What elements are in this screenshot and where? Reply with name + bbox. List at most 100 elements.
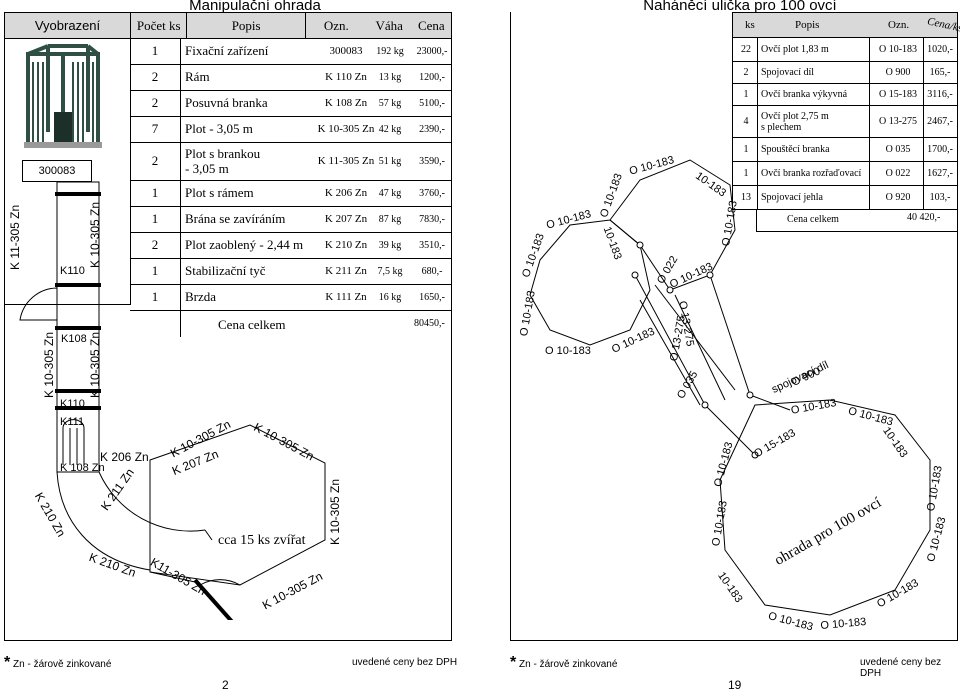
- right-page-number: 19: [728, 678, 742, 692]
- cell-price: 165,-: [923, 62, 957, 83]
- cell-price: 1627,-: [923, 162, 957, 185]
- left-total-label: Cena celkem: [218, 317, 286, 332]
- cell-code: O 10-183: [871, 38, 925, 61]
- lbl-animals: cca 15 ks zvířat: [218, 533, 306, 548]
- cell-text: 22: [741, 44, 751, 55]
- cell-weight: 39 kg: [362, 233, 418, 258]
- cell-weight: 57 kg: [362, 91, 418, 116]
- cell-price: 1200,-: [414, 65, 450, 90]
- cell-weight: 47 kg: [362, 181, 418, 206]
- cell-text: O 900: [885, 67, 911, 78]
- lbl-k110-a: K110: [60, 265, 85, 277]
- cell-qty: 7: [130, 117, 180, 142]
- cell-code: K 108 Zn: [306, 91, 386, 116]
- cell-text: 1: [151, 43, 159, 59]
- col-vaha: Váha: [366, 12, 412, 39]
- cell-text: 3116,-: [927, 89, 953, 100]
- cell-text: Brána se zavíráním: [185, 211, 286, 227]
- cell-text: 1: [151, 263, 159, 279]
- cell-code: K 207 Zn: [306, 207, 386, 232]
- col-cena: Cena: [411, 12, 452, 39]
- cell-text: 3510,-: [419, 239, 445, 251]
- cell-weight: 16 kg: [362, 285, 418, 310]
- lbl-k108: K108: [61, 333, 87, 345]
- cell-qty: 1: [130, 207, 180, 232]
- cell-text: O 13-275: [878, 116, 918, 127]
- cell-text: 42 kg: [378, 123, 402, 135]
- col-divider: [923, 62, 924, 83]
- right-frame-right: [957, 210, 958, 641]
- cell-qty: 2: [735, 62, 757, 83]
- cell-price: 1020,-: [923, 38, 957, 61]
- cell-text: Rám: [185, 69, 210, 85]
- cell-text: 2: [151, 237, 159, 253]
- cell-text: 1200,-: [419, 71, 445, 83]
- cell-text: Spojovací díl: [761, 67, 815, 78]
- cell-text: 165,-: [929, 67, 951, 78]
- left-page-title: Manipulační ohrada: [189, 0, 321, 14]
- cell-text: 2390,-: [419, 123, 445, 135]
- right-footnote-text: Zn - žárově zinkované: [519, 659, 618, 670]
- cell-desc: Posuvná branka: [185, 91, 305, 116]
- cell-text: Spojovací jehla: [761, 192, 823, 203]
- left-vyobrazeni-header: Vyobrazení: [4, 12, 131, 39]
- cell-price: 3760,-: [414, 181, 450, 206]
- cell-text: Spouštěcí branka: [761, 144, 830, 155]
- cell-desc: Plot s rámem: [185, 181, 305, 206]
- cell-text: K 206 Zn: [324, 187, 368, 200]
- cell-desc: Ovčí plot 1,83 m: [761, 38, 871, 61]
- cell-text: 103,-: [929, 192, 951, 203]
- right-page-title: Naháněcí ulička pro 100 ovcí: [643, 0, 837, 14]
- cell-text: K 211 Zn: [325, 265, 367, 278]
- cell-text: O 15-183: [878, 89, 918, 100]
- cell-weight: 87 kg: [362, 207, 418, 232]
- cell-code: 300083: [306, 39, 386, 64]
- col-divider: [869, 62, 870, 83]
- cell-text: Fixační zařízení: [185, 43, 269, 59]
- cell-code: O 022: [871, 162, 925, 185]
- cell-text: O 920: [885, 192, 911, 203]
- cell-text: K 111 Zn: [325, 291, 367, 304]
- left-frame-bottom: [4, 640, 452, 641]
- cell-desc: Ovčí branka rozřaďovací: [761, 162, 871, 185]
- cell-price: 103,-: [923, 186, 957, 209]
- cell-text: 7830,-: [419, 213, 445, 225]
- col-divider: [923, 162, 924, 185]
- col-divider: [757, 138, 758, 161]
- cell-weight: 13 kg: [362, 65, 418, 90]
- cell-qty: 1: [130, 39, 180, 64]
- cell-qty: 4: [735, 106, 757, 137]
- cell-text: K 207 Zn: [324, 213, 368, 226]
- left-frame-right: [451, 12, 452, 640]
- cell-text: 1: [743, 144, 749, 155]
- cell-price: 3590,-: [414, 143, 450, 180]
- cell-desc: Rám: [185, 65, 305, 90]
- cell-qty: 1: [130, 285, 180, 310]
- cell-text: Plot zaoblený - 2,44 m: [185, 237, 304, 253]
- cell-text: 300083: [329, 45, 363, 58]
- cell-weight: 7,5 kg: [362, 259, 418, 284]
- cell-code: O 035: [871, 138, 925, 161]
- cell-text: Brzda: [185, 289, 217, 305]
- right-col-popis: Popis: [795, 19, 820, 31]
- cell-text: Plot - 3,05 m: [185, 121, 253, 137]
- left-page-number: 2: [222, 678, 229, 692]
- cell-text: Plot s brankou: [185, 145, 261, 161]
- cell-qty: 2: [130, 65, 180, 90]
- cell-desc: Brána se zavíráním: [185, 207, 305, 232]
- cell-qty: 1: [735, 162, 757, 185]
- right-total-label: Cena celkem: [787, 214, 839, 225]
- cell-text: 16 kg: [378, 291, 402, 303]
- cell-price: 680,-: [414, 259, 450, 284]
- cell-code: O 900: [871, 62, 925, 83]
- cell-text: Ovčí plot 1,83 m: [761, 44, 829, 55]
- cell-text: 57 kg: [378, 97, 402, 109]
- cell-desc: Brzda: [185, 285, 305, 310]
- col-divider: [923, 138, 924, 161]
